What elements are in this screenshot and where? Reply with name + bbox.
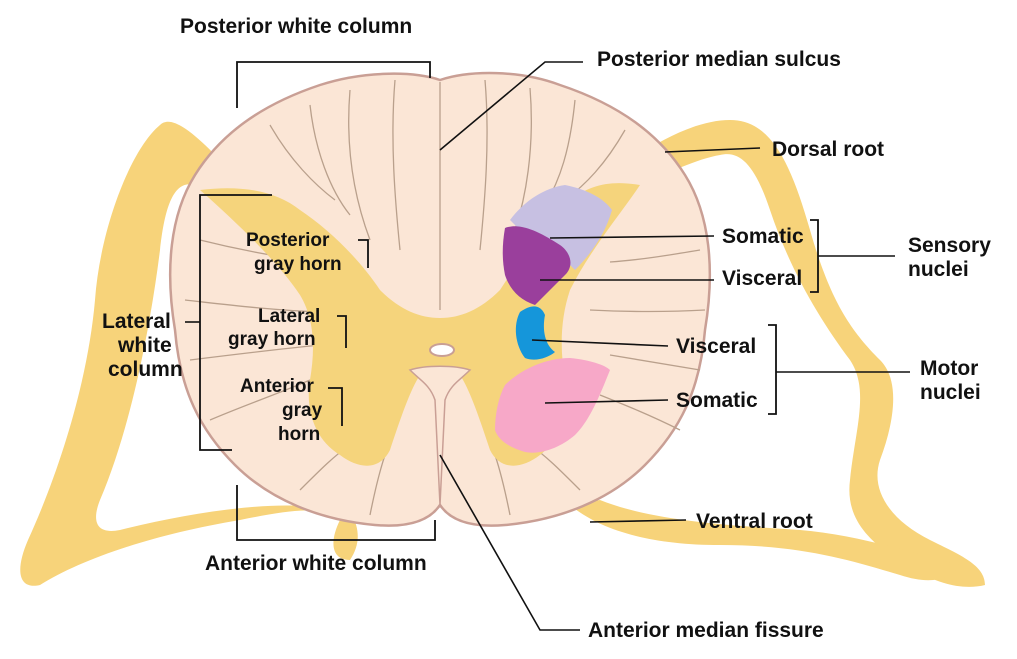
leader-lines bbox=[185, 61, 910, 631]
label-sensory-nuclei-2: nuclei bbox=[908, 258, 969, 281]
label-somatic-sensory: Somatic bbox=[722, 225, 804, 248]
label-lateral-white-column-1: Lateral bbox=[102, 310, 171, 333]
left-nerve-root bbox=[20, 121, 358, 586]
label-sensory-nuclei-1: Sensory bbox=[908, 234, 991, 257]
label-anterior-white-column: Anterior white column bbox=[205, 552, 427, 575]
label-somatic-motor: Somatic bbox=[676, 389, 758, 412]
label-visceral-sensory: Visceral bbox=[722, 267, 802, 290]
central-canal bbox=[429, 343, 455, 357]
visceral-motor-nucleus bbox=[515, 306, 555, 360]
label-posterior-gray-horn-2: gray horn bbox=[254, 254, 342, 275]
label-posterior-median-sulcus: Posterior median sulcus bbox=[597, 48, 841, 71]
somatic-motor-nucleus bbox=[495, 358, 610, 453]
label-ventral-root: Ventral root bbox=[696, 510, 813, 533]
label-anterior-gray-horn-1: Anterior bbox=[240, 376, 315, 397]
label-lateral-white-column-2: white bbox=[117, 334, 172, 357]
label-motor-nuclei-2: nuclei bbox=[920, 381, 981, 404]
motor-nuclei-bracket bbox=[768, 324, 777, 415]
anterior-median-fissure-leader bbox=[439, 454, 580, 631]
anterior-white-column-bracket bbox=[236, 485, 436, 541]
label-posterior-gray-horn-1: Posterior bbox=[246, 230, 330, 251]
somatic-sensory-nucleus bbox=[510, 185, 612, 270]
posterior-median-sulcus-leader bbox=[439, 61, 583, 151]
label-anterior-gray-horn-2: gray bbox=[282, 400, 323, 421]
label-anterior-gray-horn-3: horn bbox=[278, 424, 320, 445]
label-lateral-gray-horn-2: gray horn bbox=[228, 329, 316, 350]
posterior-gray-horn-bracket bbox=[358, 239, 369, 268]
label-anterior-median-fissure: Anterior median fissure bbox=[588, 619, 824, 642]
anterior-fissure-gap bbox=[408, 365, 472, 506]
anterior-gray-horn-bracket bbox=[328, 387, 343, 426]
dorsal-root-leader bbox=[664, 147, 761, 153]
visceral-motor-leader bbox=[531, 339, 669, 347]
label-visceral-motor: Visceral bbox=[676, 335, 756, 358]
visceral-sensory-nucleus bbox=[502, 226, 571, 305]
posterior-white-column-bracket bbox=[236, 61, 431, 108]
label-posterior-white-column: Posterior white column bbox=[180, 15, 412, 38]
label-lateral-gray-horn-1: Lateral bbox=[258, 306, 320, 327]
lateral-gray-horn-bracket bbox=[337, 315, 347, 348]
somatic-motor-leader bbox=[544, 399, 669, 404]
ventral-root-leader bbox=[589, 519, 687, 523]
somatic-sensory-leader bbox=[549, 235, 715, 239]
label-dorsal-root: Dorsal root bbox=[772, 138, 884, 161]
labels: Posterior white column Posterior median … bbox=[102, 15, 991, 642]
label-motor-nuclei-1: Motor bbox=[920, 357, 978, 380]
label-lateral-white-column-3: column bbox=[108, 358, 183, 381]
